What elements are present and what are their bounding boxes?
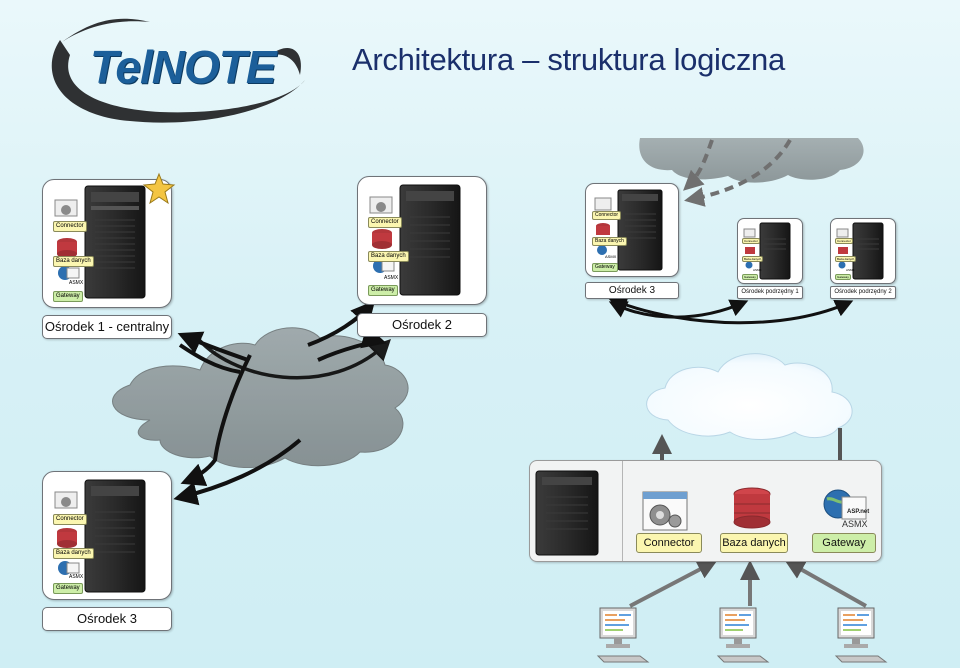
panel-divider xyxy=(622,461,623,561)
dashed-arrow-1 xyxy=(683,139,714,191)
connector-label: Connector xyxy=(636,533,702,553)
server-tower-icon xyxy=(54,479,146,593)
database-tag: Baza danych xyxy=(835,256,857,262)
asmx-tag: ASMX xyxy=(384,275,399,281)
database-tag: Baza danych xyxy=(53,256,94,267)
database-tag: Baza danych xyxy=(742,256,764,262)
gateway-tag: Gateway xyxy=(742,274,758,280)
connector-tag: Connector xyxy=(742,238,760,244)
label-sub1: Ośrodek podrzędny 1 xyxy=(737,286,803,299)
server-tower-icon xyxy=(369,184,461,296)
gateway-tag: Gateway xyxy=(53,583,83,594)
label-sub2: Ośrodek podrzędny 2 xyxy=(830,286,896,299)
star-icon xyxy=(142,172,176,205)
arrow-sub1 xyxy=(608,299,749,319)
database-tag: Baza danych xyxy=(592,237,627,246)
arrow-c2-up xyxy=(307,300,376,347)
central-network-cloud xyxy=(112,327,409,468)
asmx-tag: ASMX xyxy=(69,574,84,580)
node-sub2[interactable]: Connector Baza danych ASMX Gateway xyxy=(830,218,896,284)
detail-panel: ASP.net ASMX Connector Baza danych Gatew… xyxy=(529,460,882,562)
database-tag: Baza danych xyxy=(368,251,409,262)
globe-icon xyxy=(823,489,867,520)
connector-tag: Connector xyxy=(835,238,853,244)
arrow-c3-low xyxy=(173,438,302,506)
asmx-tag: ASMX xyxy=(846,268,855,272)
arrow-client1 xyxy=(629,560,718,608)
node-osrodek3-top[interactable]: Connector Baza danych ASMX Gateway xyxy=(585,183,679,277)
asmx-label: ASMX xyxy=(842,519,868,529)
arrow-c1-curve xyxy=(180,354,252,487)
database-label: Baza danych xyxy=(720,533,788,553)
asmx-tag: ASMX xyxy=(753,268,762,272)
node-osrodek2[interactable]: Connector Baza danych ASMX Gateway xyxy=(357,176,487,305)
page-title: Architektura – struktura logiczna xyxy=(352,42,785,77)
label-osrodek3-bottom: Ośrodek 3 xyxy=(42,607,172,631)
arrow-c1-up xyxy=(177,331,249,362)
dashed-arrow-2 xyxy=(684,139,792,207)
connector-tag: Connector xyxy=(592,211,622,220)
arrow-c1-down xyxy=(178,343,241,374)
workstation-icon xyxy=(716,607,770,663)
gateway-tag: Gateway xyxy=(368,285,398,296)
logo-text: TelNOTE xyxy=(90,41,277,93)
local-network-cloud xyxy=(646,353,853,440)
gateway-tag: Gateway xyxy=(835,274,851,280)
label-osrodek3-top: Ośrodek 3 xyxy=(585,282,679,299)
connector-tag: Connector xyxy=(53,221,87,232)
arrow-client3 xyxy=(784,560,867,608)
node-sub1[interactable]: Connector Baza danych ASMX Gateway xyxy=(737,218,803,284)
arrow-sub2 xyxy=(608,296,854,325)
server-tower-icon xyxy=(535,470,599,556)
server-tower-icon xyxy=(743,222,791,280)
gateway-tag: Gateway xyxy=(53,291,83,302)
arrow-c1-long xyxy=(193,333,391,380)
asmx-tag: ASMX xyxy=(605,254,617,259)
database-icon xyxy=(733,487,771,529)
server-tower-icon xyxy=(54,185,146,299)
workstation-icon xyxy=(596,607,650,663)
database-tag: Baza danych xyxy=(53,548,94,559)
server-tower-icon xyxy=(836,222,884,280)
label-osrodek2: Ośrodek 2 xyxy=(357,313,487,337)
label-osrodek1: Ośrodek 1 - centralny xyxy=(42,315,172,339)
node-osrodek3-bottom[interactable]: Connector Baza danych ASMX Gateway xyxy=(42,471,172,600)
asp-label: ASP.net xyxy=(847,509,870,515)
workstation-icon xyxy=(834,607,888,663)
logo: TelNOTE xyxy=(90,40,277,94)
connector-tag: Connector xyxy=(53,514,87,525)
connector-tag: Connector xyxy=(368,217,402,228)
logo-swoosh xyxy=(51,18,306,123)
connector-gear-icon xyxy=(642,491,688,531)
server-tower-icon xyxy=(594,189,663,271)
gateway-tag: Gateway xyxy=(592,263,618,272)
asmx-tag: ASMX xyxy=(69,280,84,286)
gateway-label: Gateway xyxy=(812,533,876,553)
